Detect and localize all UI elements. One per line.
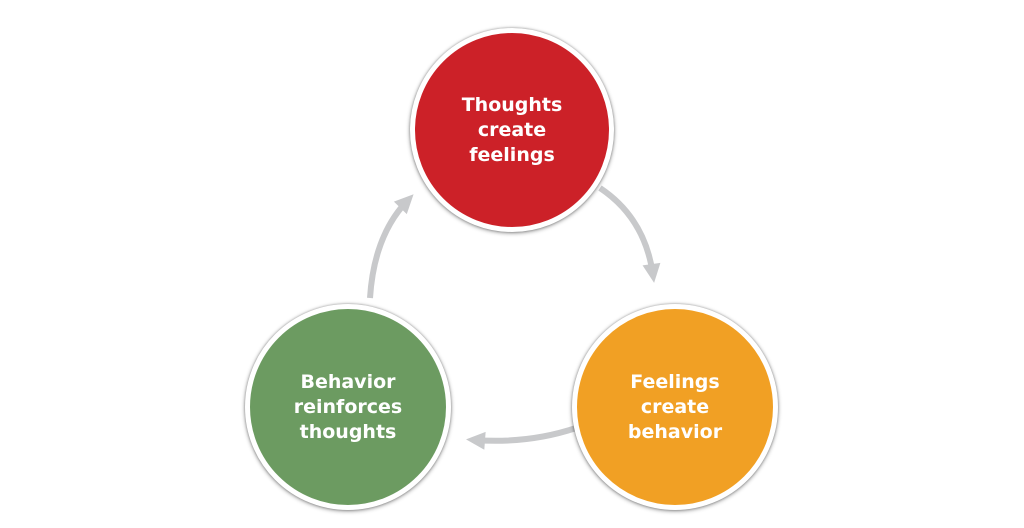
feelings-node-label: Feelings create behavior bbox=[628, 370, 722, 445]
thoughts-line-2: create bbox=[477, 118, 547, 141]
arrow-behavior-to-thoughts bbox=[367, 194, 414, 299]
thoughts-line-1: Thoughts bbox=[461, 93, 563, 116]
feelings-node: Feelings create behavior bbox=[572, 304, 778, 510]
feelings-line-2: create bbox=[640, 395, 710, 418]
thoughts-node: Thoughts create feelings bbox=[410, 28, 614, 232]
thoughts-line-3: feelings bbox=[469, 143, 555, 166]
arrow-feelings-to-behavior bbox=[466, 425, 577, 450]
behavior-node: Behavior reinforces thoughts bbox=[245, 304, 451, 510]
behavior-line-1: Behavior bbox=[300, 370, 396, 393]
feelings-line-3: behavior bbox=[627, 420, 723, 443]
behavior-line-3: thoughts bbox=[299, 420, 397, 443]
feelings-line-1: Feelings bbox=[630, 370, 720, 393]
behavior-node-label: Behavior reinforces thoughts bbox=[294, 370, 402, 445]
thoughts-node-label: Thoughts create feelings bbox=[462, 93, 563, 168]
behavior-line-2: reinforces bbox=[293, 395, 403, 418]
arrow-thoughts-to-feelings bbox=[598, 185, 661, 283]
